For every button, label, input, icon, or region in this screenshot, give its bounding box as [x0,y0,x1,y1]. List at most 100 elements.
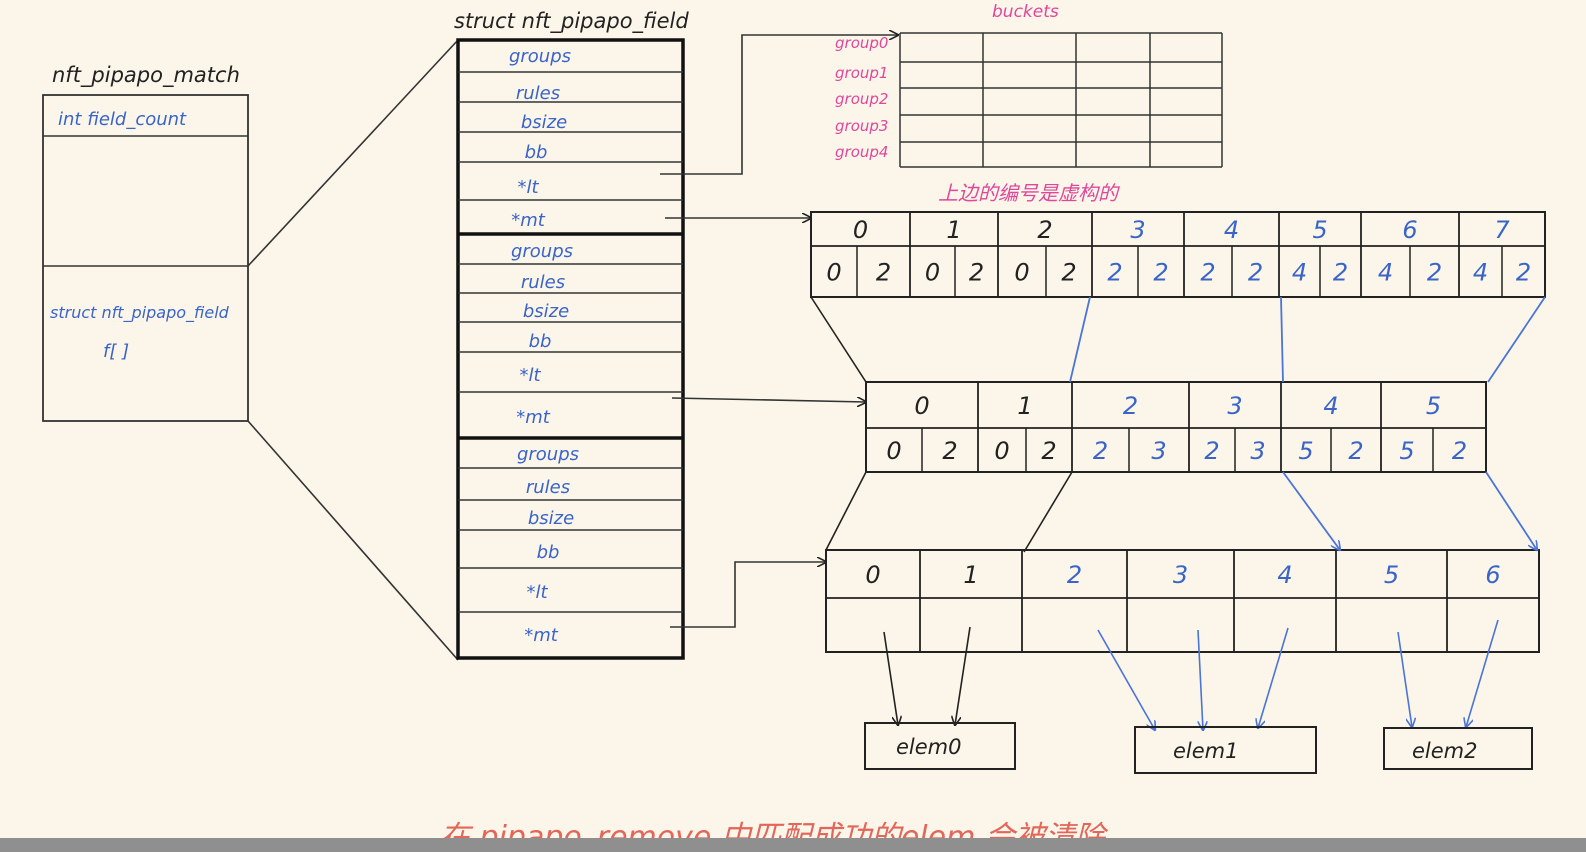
field-count-label: int field_count [58,109,187,130]
fields-decl-label: struct nft_pipapo_field [50,303,230,323]
mt2-value: 2 [1093,437,1108,465]
field-member-groups: groups [509,46,571,67]
bucket-group3-label: group3 [835,117,888,135]
buckets-body: group0 group1 group2 group3 group4 [835,32,1223,168]
note-numbering: 上边的编号是虚构的 [938,181,1120,205]
mapping-lines-1 [810,296,1546,383]
window-bottom-bar [0,838,1586,852]
bucket-group0-label: group0 [835,34,888,52]
mt1-value: 4 [1473,259,1488,287]
mt1-value: 2 [1333,259,1348,287]
match-box [42,94,249,422]
elem1-arrow-a [1097,629,1155,730]
map-line-f [1023,471,1073,553]
mt1-value: 2 [876,259,891,287]
mt3-index-0: 0 [865,561,880,589]
map-line-e [825,471,867,551]
field-member-bsize: bsize [521,112,567,133]
mt2-value: 0 [886,437,901,465]
mt1-value: 2 [1107,259,1122,287]
bucket-group1-label: group1 [835,64,888,82]
mt3-index-4: 4 [1277,561,1292,589]
mt2-value: 5 [1298,437,1313,465]
fields-array-label: f[ ] [103,341,129,362]
mt1-index-0: 0 [853,216,868,244]
elem1-box [1134,726,1317,774]
mt3-index-1: 1 [963,561,978,589]
field-member-ptr-mt: *mt [524,625,559,646]
elem1-label: elem1 [1173,739,1239,763]
field-member-groups: groups [511,241,573,262]
mt1-index-3: 3 [1130,216,1145,244]
mt1-value: 0 [826,259,841,287]
mt3-index-5: 5 [1384,561,1399,589]
mt2-value: 3 [1250,437,1265,465]
mt2-index-0: 0 [914,392,929,420]
map-line-c [1280,296,1284,383]
mt1-value: 2 [969,259,984,287]
bucket-group4-label: group4 [835,143,888,161]
match-title: nft_pipapo_match [52,63,240,88]
mt1-value: 4 [1292,259,1307,287]
field-member-ptr-lt: *lt [519,365,541,386]
mt1-index-1: 1 [946,216,961,244]
map-line-a [810,296,867,383]
mt1-value: 0 [925,259,940,287]
mt3-index-3: 3 [1173,561,1188,589]
mt2-value: 0 [994,437,1009,465]
mt2-index-3: 3 [1227,392,1242,420]
field-member-ptr-lt: *lt [526,582,548,603]
mt3-frame [825,549,1540,653]
elem0-arrow-a [883,631,898,725]
mt1-index-2: 2 [1037,216,1052,244]
mt1-value: 2 [1200,259,1215,287]
map-line-d [1487,296,1546,383]
mt1-value: 2 [1248,259,1263,287]
field-member-bb: bb [537,542,560,563]
field-struct-box [456,38,685,660]
map-line-g [1282,471,1340,550]
mt2-value: 3 [1151,437,1166,465]
mt1-value: 2 [1427,259,1442,287]
bucket-group2-label: group2 [835,90,888,108]
elem-boxes: elem0 elem1 elem2 [864,722,1533,774]
mt2-value: 2 [1041,437,1056,465]
elem0-label: elem0 [896,735,962,759]
field-member-rules: rules [521,272,565,293]
field-rows: groups rules bsize bb *lt *mt groups rules bsize… [458,46,683,646]
mt2-index-4: 4 [1323,392,1338,420]
mt-table-3: 0 1 2 3 4 5 6 [825,549,1540,653]
elem2-arrow-b [1466,619,1499,727]
field-struct: struct nft_pipapo_field groups rules bsize… [454,9,689,660]
mt2-value: 2 [1452,437,1467,465]
field-member-ptr-mt: *mt [511,210,546,231]
elem1-arrow-c [1258,627,1289,728]
mt3-index-2: 2 [1067,561,1082,589]
mt1-value: 2 [1516,259,1531,287]
field-member-bsize: bsize [528,508,574,529]
field-member-groups: groups [517,444,579,465]
mt2-value: 2 [1348,437,1363,465]
mt1-index-7: 7 [1494,216,1510,244]
field-member-rules: rules [516,83,560,104]
mt-arrow-3 [670,562,826,628]
field-struct-title: struct nft_pipapo_field [454,9,689,34]
mt1-frame [810,211,1546,298]
mt1-index-5: 5 [1312,216,1327,244]
lt-arrow [660,35,898,175]
map-line-b [1069,296,1091,383]
elem2-box [1383,727,1533,770]
mt2-index-1: 1 [1017,392,1032,420]
field-member-bb: bb [529,331,552,352]
expand-line-top [247,39,459,267]
mt2-index-2: 2 [1123,392,1138,420]
elem1-arrow-b [1197,629,1203,730]
mt1-value: 0 [1014,259,1029,287]
field-member-ptr-mt: *mt [516,407,551,428]
mt1-index-4: 4 [1224,216,1239,244]
mt3-index-6: 6 [1485,561,1500,589]
match-struct: nft_pipapo_match int field_count struct … [42,63,249,422]
